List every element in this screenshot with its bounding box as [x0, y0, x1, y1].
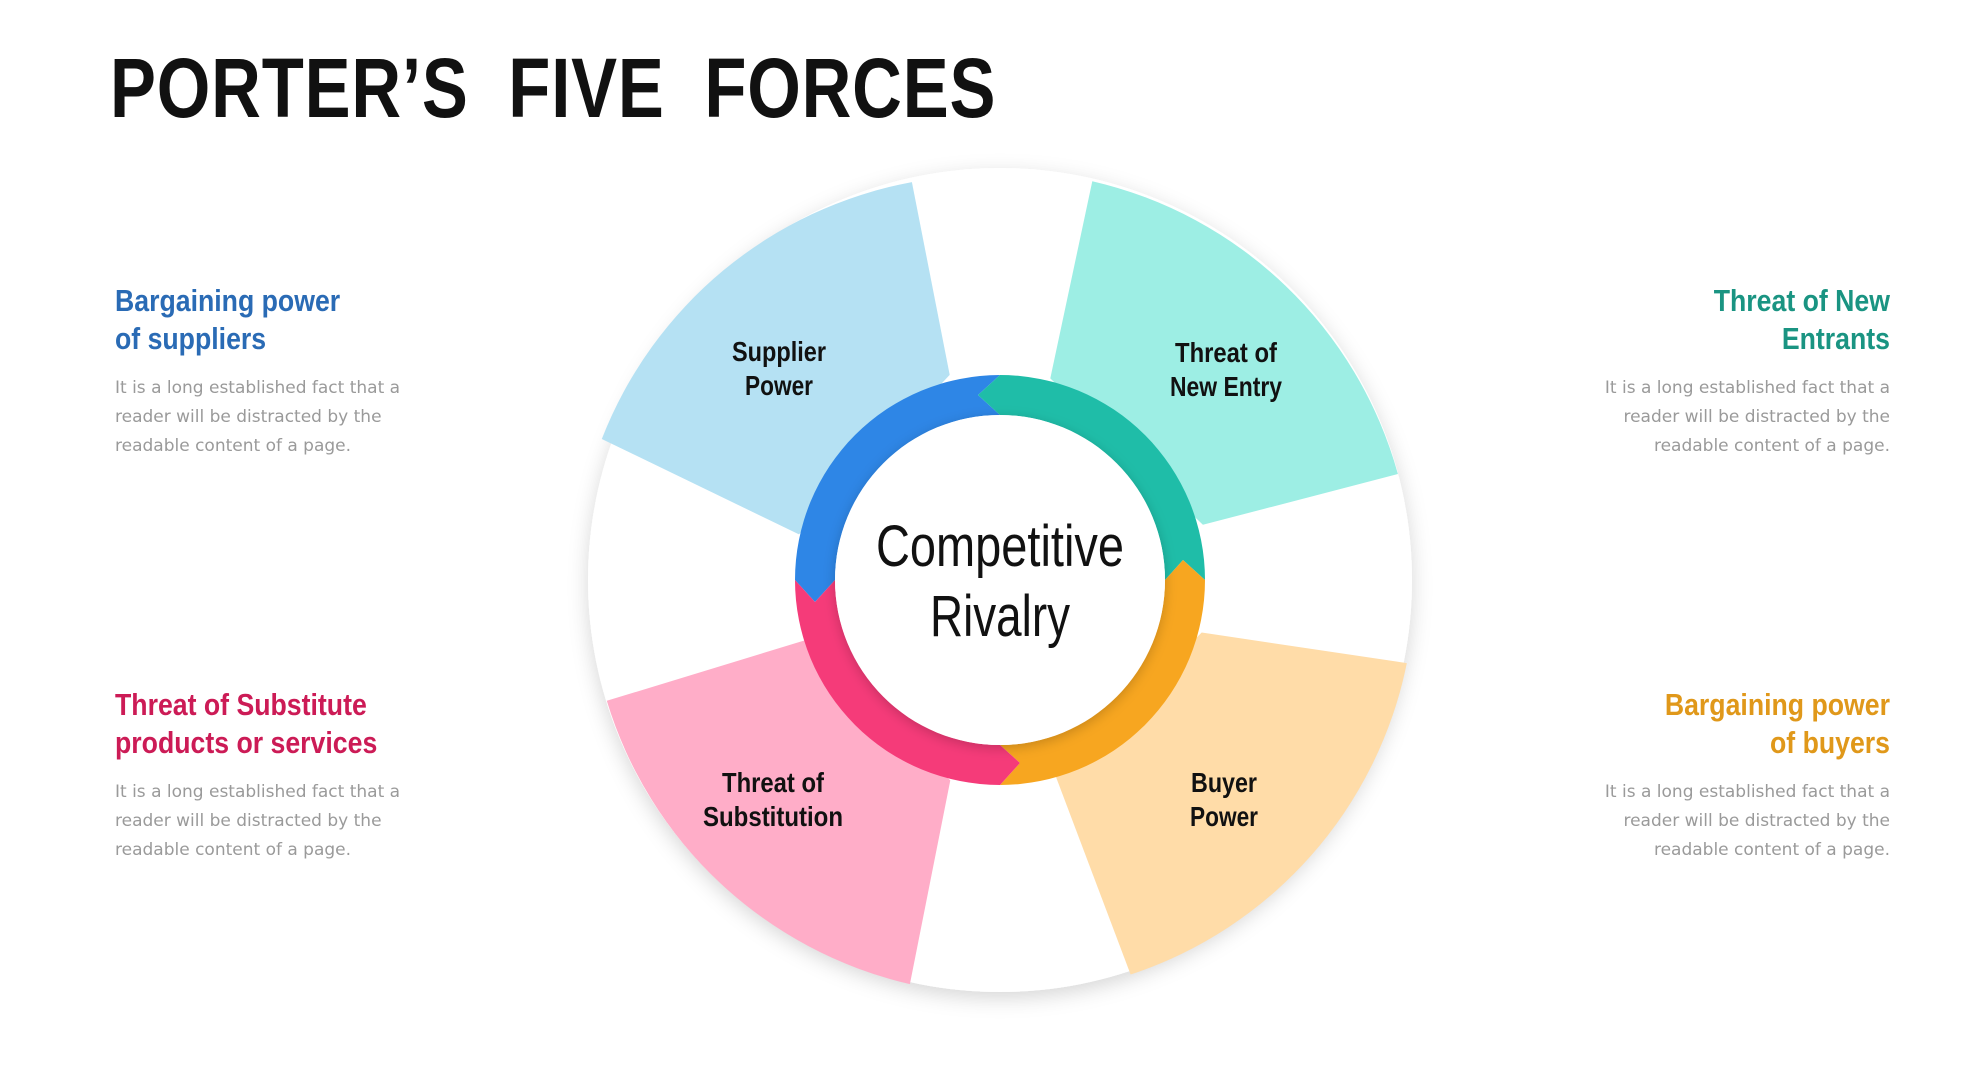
desc-suppliers-heading: Bargaining power of suppliers [115, 282, 399, 358]
desc-buyers: Bargaining power of buyers It is a long … [1560, 686, 1890, 865]
desc-buyers-heading-line1: Bargaining power [1664, 687, 1890, 722]
desc-new-entrants-body-line3: readable content of a page. [1653, 436, 1890, 456]
center-circle [835, 415, 1165, 745]
desc-new-entrants-heading-line1: Threat of New [1713, 283, 1890, 318]
desc-buyers-body-line1: It is a long established fact that a [1604, 782, 1890, 802]
desc-new-entrants-body: It is a long established fact that a rea… [1560, 374, 1890, 461]
desc-suppliers: Bargaining power of suppliers It is a lo… [115, 282, 445, 461]
desc-buyers-body: It is a long established fact that a rea… [1560, 778, 1890, 865]
ring-arc-teal [978, 375, 1205, 580]
desc-suppliers-heading-line2: of suppliers [115, 321, 267, 356]
desc-suppliers-heading-line1: Bargaining power [115, 283, 341, 318]
desc-suppliers-body-line3: readable content of a page. [115, 436, 352, 456]
page-title: PORTER’S FIVE FORCES [110, 41, 997, 135]
segment-label-new-entry-line2: New Entry [1170, 371, 1282, 402]
ring-arc-orange [1000, 560, 1205, 785]
ring-arc-pink [795, 580, 1020, 785]
segment-label-buyer-line1: Buyer [1191, 767, 1257, 798]
desc-buyers-heading: Bargaining power of buyers [1606, 686, 1890, 762]
desc-buyers-body-line2: reader will be distracted by the [1623, 811, 1890, 831]
desc-suppliers-body-line1: It is a long established fact that a [115, 378, 401, 398]
desc-suppliers-body: It is a long established fact that a rea… [115, 374, 445, 461]
desc-substitutes-body-line3: readable content of a page. [115, 840, 352, 860]
segment-label-substitution-line1: Threat of [722, 767, 825, 798]
desc-new-entrants-body-line1: It is a long established fact that a [1604, 378, 1890, 398]
desc-substitutes-heading: Threat of Substitute products or service… [115, 686, 399, 762]
segment-label-supplier-line2: Power [745, 370, 813, 401]
desc-substitutes-body: It is a long established fact that a rea… [115, 778, 445, 865]
center-label-line2: Rivalry [930, 584, 1070, 649]
segment-label-substitution-line2: Substitution [703, 801, 843, 832]
desc-suppliers-body-line2: reader will be distracted by the [115, 407, 382, 427]
desc-substitutes-body-line1: It is a long established fact that a [115, 782, 401, 802]
segment-label-supplier-line1: Supplier [732, 336, 826, 367]
desc-substitutes-heading-line2: products or services [115, 725, 378, 760]
desc-new-entrants-body-line2: reader will be distracted by the [1623, 407, 1890, 427]
desc-new-entrants: Threat of New Entrants It is a long esta… [1560, 282, 1890, 461]
desc-new-entrants-heading: Threat of New Entrants [1606, 282, 1890, 358]
ring-arc-blue [795, 375, 1000, 602]
desc-buyers-heading-line2: of buyers [1770, 725, 1890, 760]
center-label-line1: Competitive [876, 514, 1124, 579]
desc-new-entrants-heading-line2: Entrants [1781, 321, 1890, 356]
desc-buyers-body-line3: readable content of a page. [1653, 840, 1890, 860]
desc-substitutes-body-line2: reader will be distracted by the [115, 811, 382, 831]
desc-substitutes-heading-line1: Threat of Substitute [115, 687, 367, 722]
segment-label-new-entry-line1: Threat of [1175, 337, 1278, 368]
segment-label-buyer-line2: Power [1190, 801, 1258, 832]
desc-substitutes: Threat of Substitute products or service… [115, 686, 445, 865]
